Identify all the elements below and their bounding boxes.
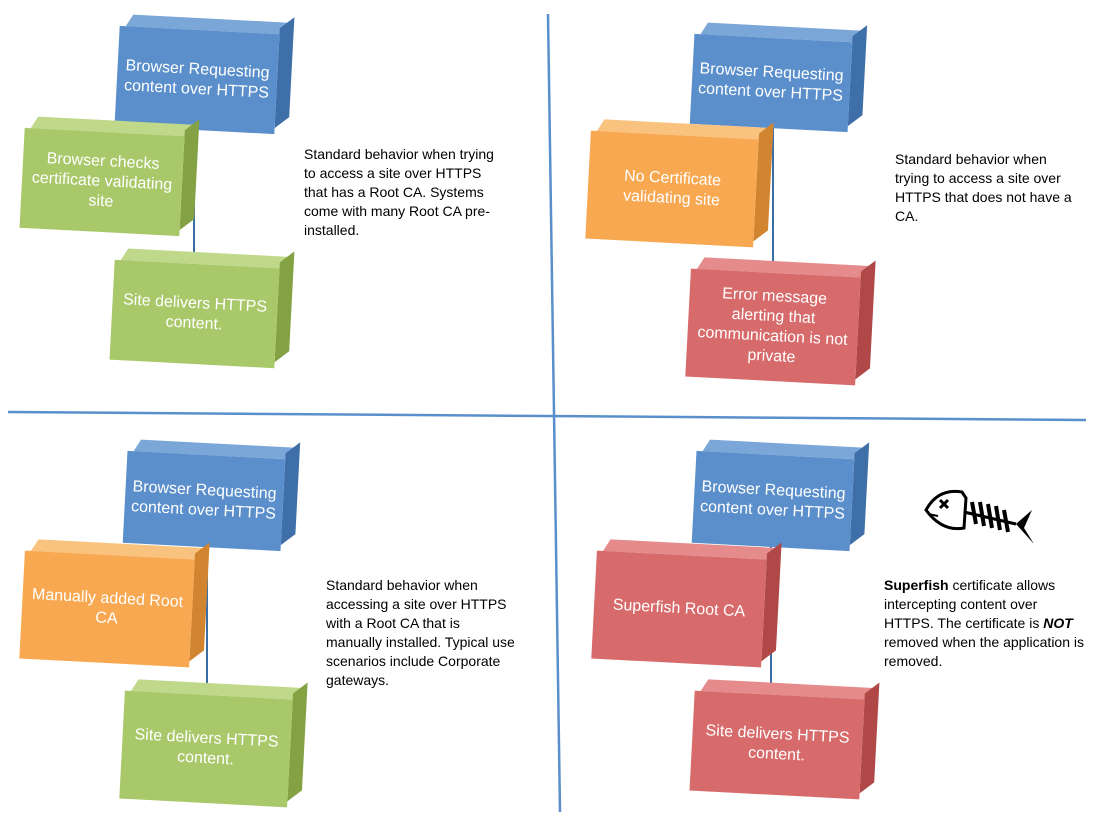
result-box: Site delivers HTTPS content. (689, 679, 880, 800)
validation-box-label: Superfish Root CA (591, 550, 767, 668)
result-box-label: Site delivers HTTPS content. (689, 690, 865, 800)
validation-box-label: No Certificate validating site (585, 130, 759, 248)
result-box: Site delivers HTTPS content. (119, 679, 308, 808)
result-box-label: Site delivers HTTPS content. (109, 259, 280, 369)
request-box-label: Browser Requesting content over HTTPS (689, 33, 853, 133)
validation-box: Manually added Root CA (19, 539, 210, 668)
request-box-label: Browser Requesting content over HTTPS (691, 450, 855, 552)
request-box: Browser Requesting content over HTTPS (689, 22, 868, 133)
validation-box: Browser checks certificate validating si… (19, 116, 200, 237)
request-box-label: Browser Requesting content over HTTPS (114, 25, 280, 135)
connector-line (772, 110, 774, 270)
validation-box-label: Manually added Root CA (19, 550, 195, 668)
behavior-note: Standard behavior when trying to access … (895, 151, 1072, 224)
note-bold-term: Superfish (884, 577, 949, 593)
request-box: Browser Requesting content over HTTPS (122, 439, 301, 552)
validation-box-label: Browser checks certificate validating si… (19, 127, 185, 237)
result-box-label: Error message alerting that communicatio… (685, 268, 861, 386)
superfish-note: Superfish certificate allows interceptin… (884, 576, 1089, 671)
result-box: Site delivers HTTPS content. (109, 248, 295, 369)
dead-fish-icon (920, 480, 1040, 565)
behavior-note: Standard behavior when trying to access … (304, 146, 494, 238)
note-text-1: certificate allows intercepting content … (884, 577, 1056, 631)
request-box: Browser Requesting content over HTTPS (114, 14, 295, 135)
request-box: Browser Requesting content over HTTPS (691, 439, 870, 552)
result-box: Error message alerting that communicatio… (685, 257, 876, 386)
result-box-label: Site delivers HTTPS content. (119, 690, 293, 808)
validation-box: Superfish Root CA (591, 539, 782, 668)
connector-line (206, 540, 208, 710)
note-emphasis: NOT (1043, 615, 1073, 631)
note-text-2: removed when the application is removed. (884, 634, 1085, 669)
request-box-label: Browser Requesting content over HTTPS (122, 450, 286, 552)
behavior-note: Standard behavior when accessing a site … (326, 577, 515, 688)
validation-box: No Certificate validating site (585, 119, 774, 248)
